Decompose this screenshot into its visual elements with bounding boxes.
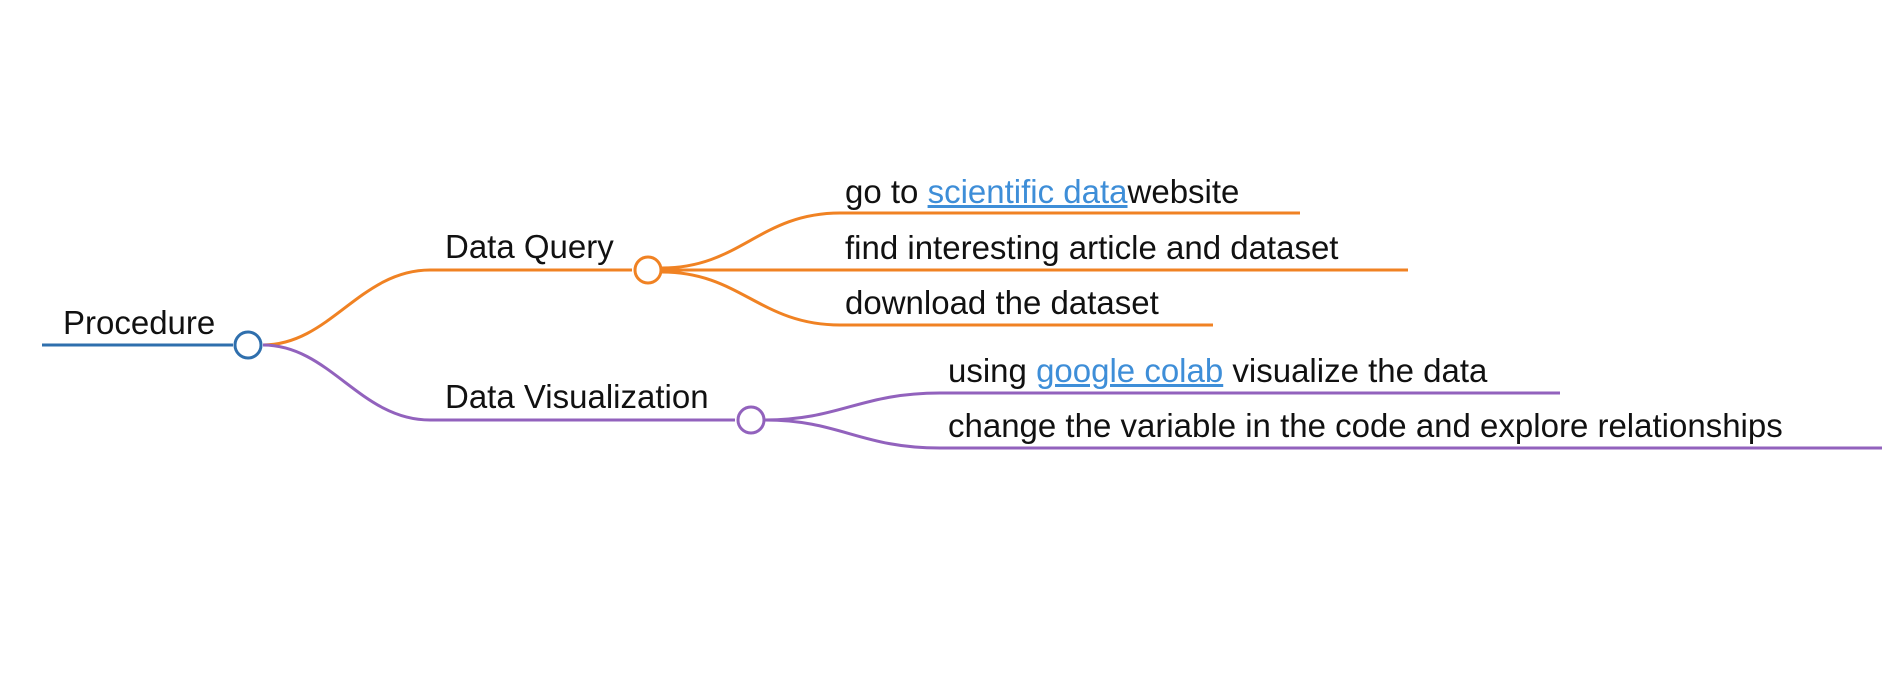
viz-child-1-label: using google colab visualize the data	[948, 351, 1487, 391]
data-query-node-circle[interactable]	[633, 255, 663, 285]
edge-root-to-data-query	[262, 268, 632, 347]
query-child-1-prefix: go to	[845, 173, 928, 210]
edge-viz-to-child-2	[764, 418, 1882, 450]
edge-root-to-data-visualization	[262, 343, 735, 422]
edge-query-to-child-1	[661, 211, 1300, 270]
edge-viz-to-child-1	[764, 391, 1560, 422]
viz-child-1-suffix: visualize the data	[1223, 352, 1488, 389]
data-query-label: Data Query	[445, 228, 614, 265]
edge-query-to-child-3	[661, 270, 1213, 327]
query-child-1-suffix: website	[1127, 173, 1240, 210]
viz-child-2-label: change the variable in the code and expl…	[948, 407, 1783, 444]
viz-child-1-prefix: using	[948, 352, 1037, 389]
query-child-2-label: find interesting article and dataset	[845, 229, 1339, 266]
root-label: Procedure	[63, 304, 216, 341]
data-visualization-node-circle[interactable]	[736, 405, 766, 435]
query-child-1-label: go to scientific datawebsite	[845, 172, 1239, 212]
scientific-data-link[interactable]: scientific data	[927, 173, 1128, 210]
data-visualization-label: Data Visualization	[445, 378, 709, 415]
google-colab-link[interactable]: google colab	[1036, 352, 1224, 389]
root-node-circle[interactable]	[233, 330, 263, 360]
query-child-3-label: download the dataset	[845, 284, 1159, 321]
